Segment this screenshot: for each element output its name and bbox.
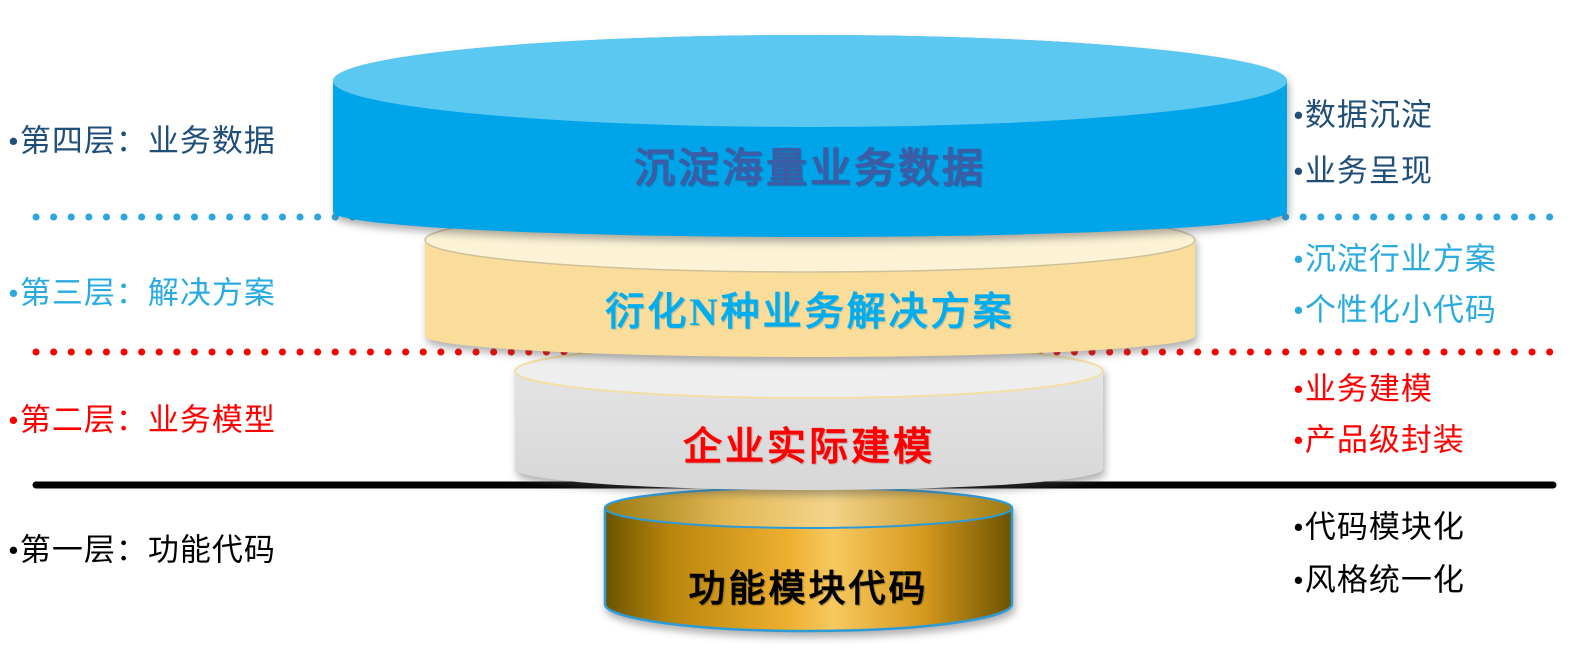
cylinder-label-layer-4: 沉淀海量业务数据 <box>634 145 986 191</box>
right-label-layer-1-b: •风格统一化 <box>1293 562 1465 598</box>
right-label-layer-1-a: •代码模块化 <box>1293 509 1465 545</box>
right-label-layer-3-b: •个性化小代码 <box>1293 292 1497 328</box>
right-label-layer-2-a: •业务建模 <box>1293 371 1433 407</box>
right-label-layer-2-b: •产品级封装 <box>1293 422 1465 458</box>
cylinder-layer-4 <box>333 35 1287 237</box>
right-label-layer-3-a: •沉淀行业方案 <box>1293 241 1497 277</box>
left-label-layer-2: •第二层：业务模型 <box>8 402 276 438</box>
right-label-layer-4-a: •数据沉淀 <box>1293 97 1433 133</box>
left-label-layer-3: •第三层：解决方案 <box>8 275 276 311</box>
cylinder-layer-1-top <box>604 487 1013 529</box>
cylinder-layer-1 <box>603 486 1014 633</box>
cylinder-label-layer-1: 功能模块代码 <box>688 569 929 610</box>
left-label-layer-4: •第四层：业务数据 <box>8 123 276 159</box>
cylinder-label-layer-2: 企业实际建模 <box>682 426 935 469</box>
left-label-layer-1: •第一层：功能代码 <box>8 532 276 568</box>
cylinder-layer-4-top <box>333 35 1287 127</box>
right-label-layer-4-b: •业务呈现 <box>1293 153 1433 189</box>
cylinder-label-layer-3: 衍化N种业务解决方案 <box>605 291 1015 334</box>
cylinder-layer-2 <box>514 343 1104 490</box>
